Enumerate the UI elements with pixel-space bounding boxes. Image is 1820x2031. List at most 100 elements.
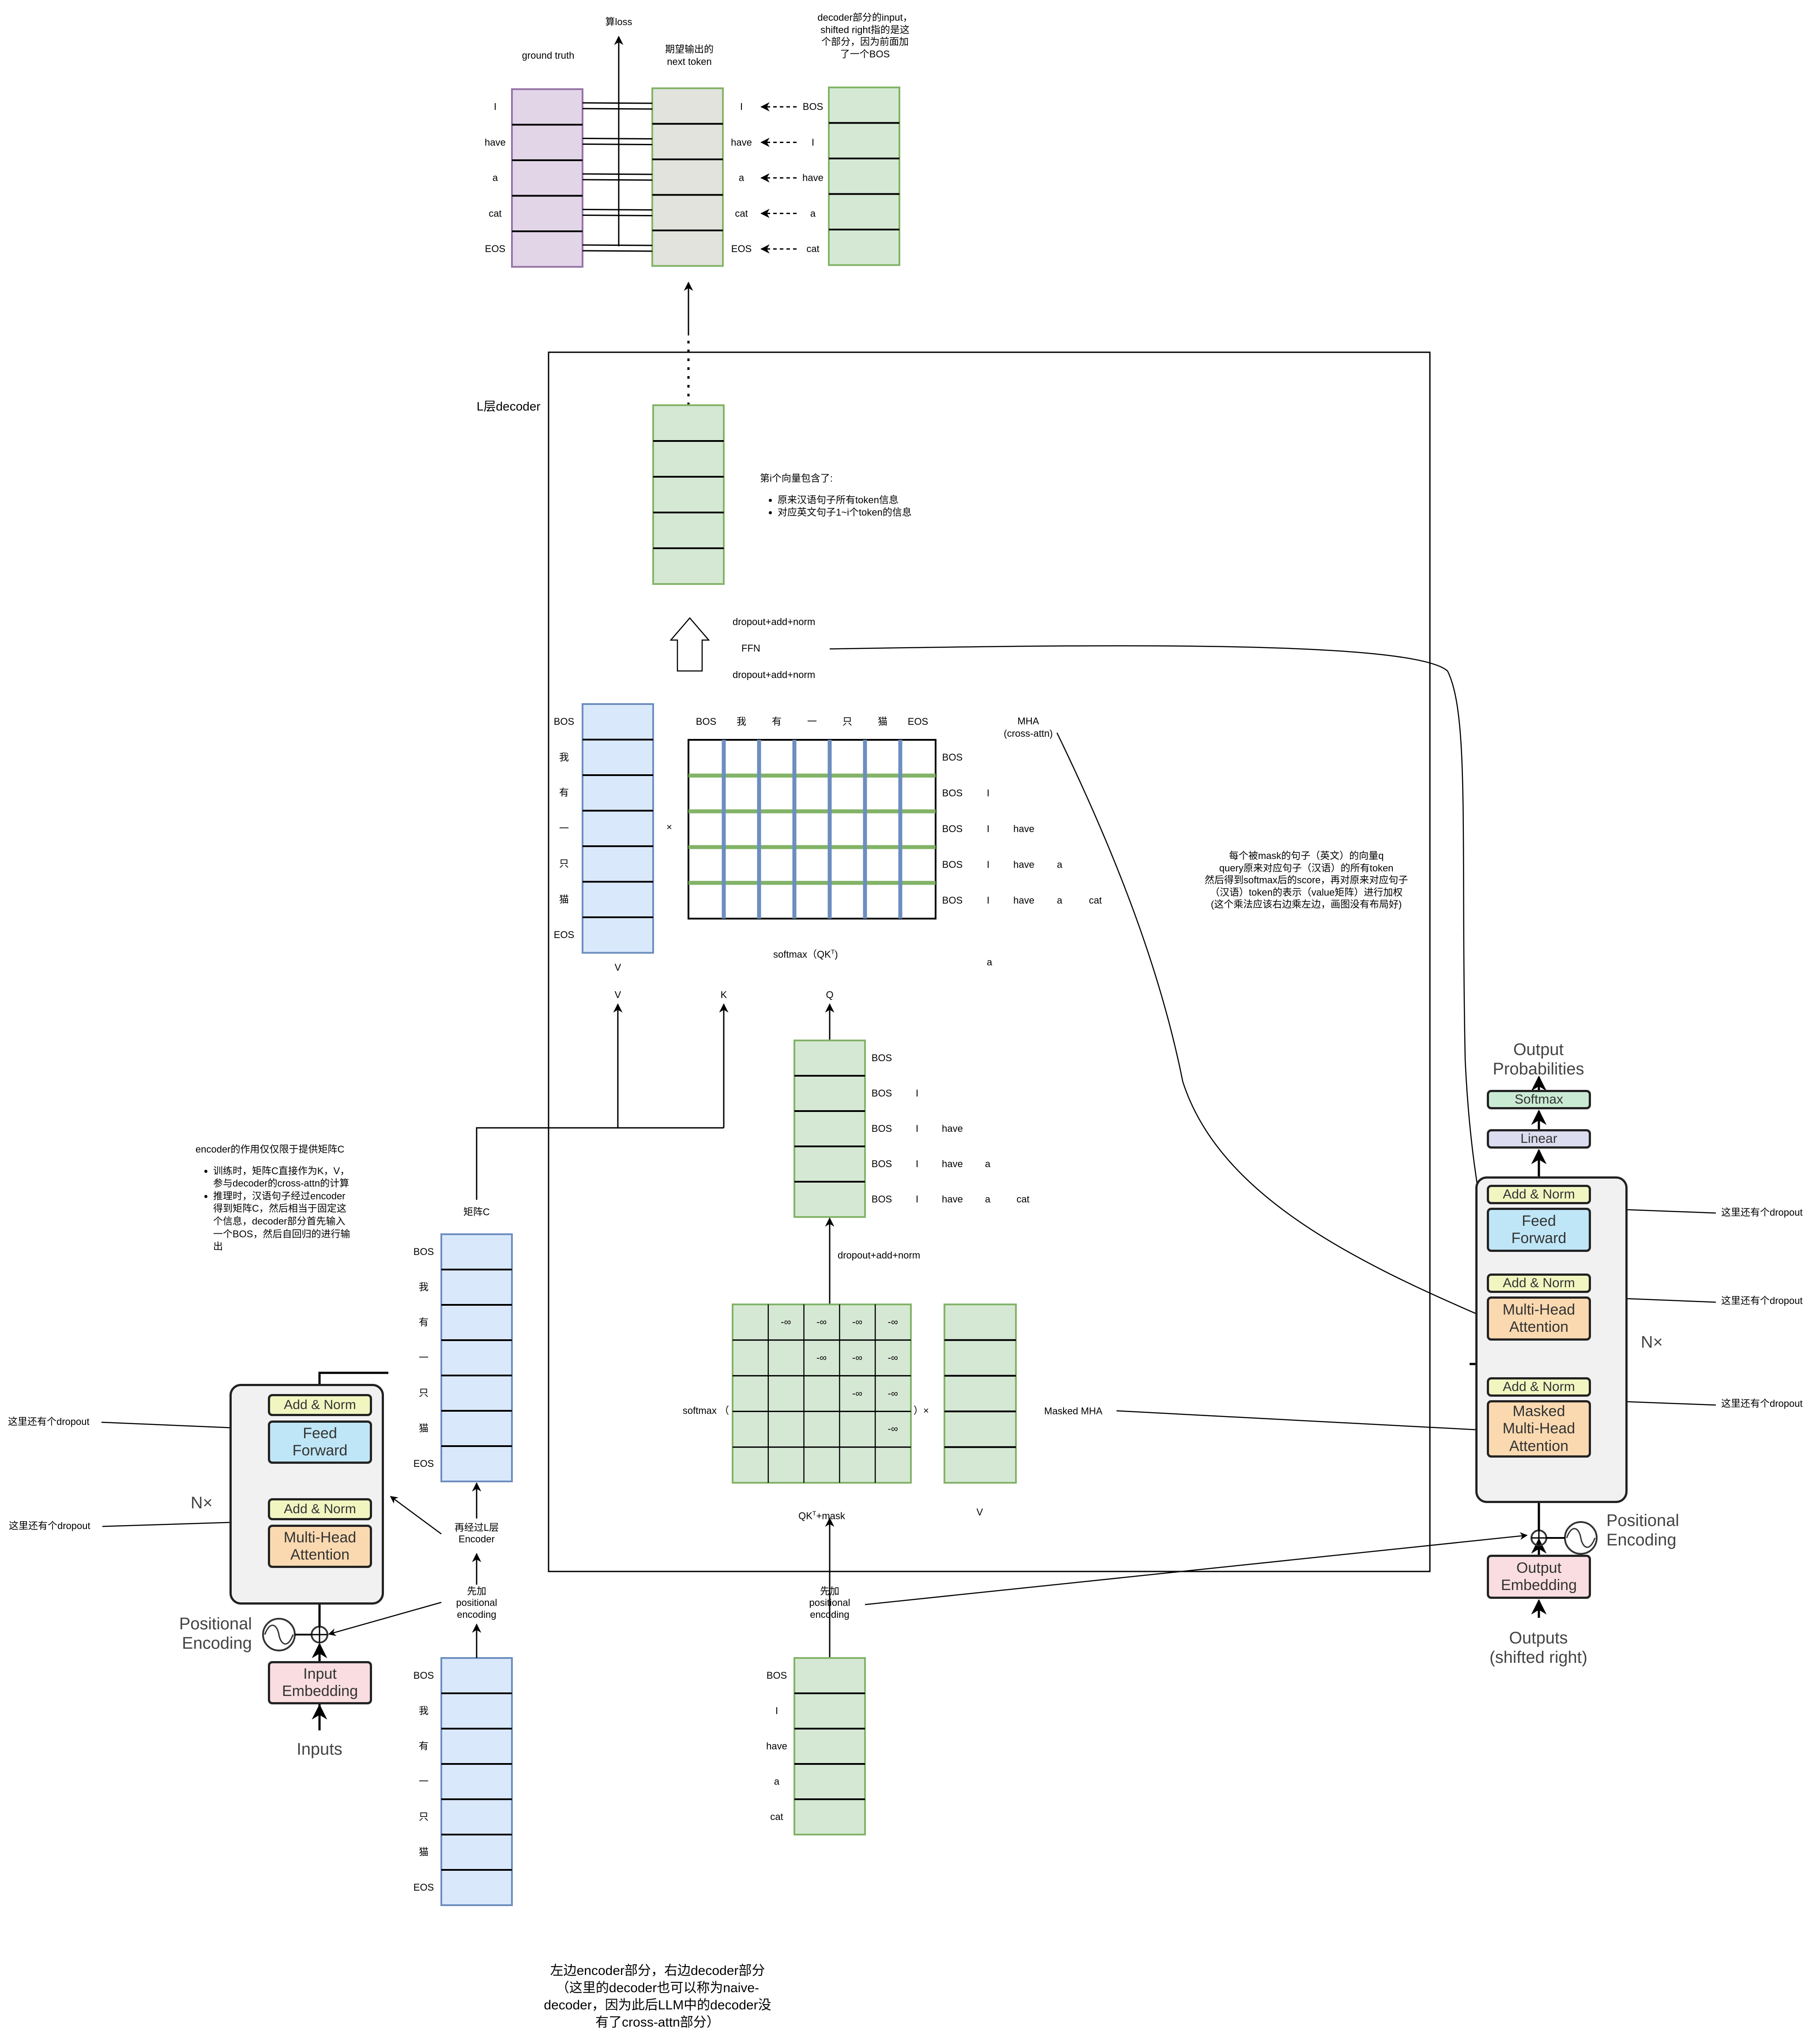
q-arrow-label: Q [826, 989, 834, 1000]
softmax-qkt-text: softmax（QK [773, 949, 831, 960]
v-token: EOS [553, 929, 575, 940]
decoder-pe-pointer [865, 1532, 1528, 1605]
query-row-label: have [942, 1158, 963, 1169]
query-row-label: have [942, 1194, 963, 1205]
v-token: 有 [559, 787, 569, 798]
encoder-positional-encoding-label: Positional Encoding [179, 1615, 252, 1653]
encoder-input-token: 我 [418, 1705, 429, 1716]
attention-col-header: 有 [771, 716, 782, 727]
encoder-stack [229, 1384, 384, 1605]
decoder-feed-forward: Feed Forward [1487, 1208, 1591, 1252]
encoder-input-token: 一 [418, 1776, 429, 1787]
attention-row-label: BOS [942, 788, 963, 799]
expected-token-column [651, 87, 724, 267]
decoder-add-norm-2: Add & Norm [1487, 1274, 1591, 1293]
attention-row-label: have [1013, 859, 1034, 870]
ground-truth-token: cat [489, 207, 502, 219]
query-row-label: I [915, 1088, 919, 1099]
mask-suffix: +mask [816, 1510, 845, 1522]
decoder-linear: Linear [1487, 1129, 1591, 1149]
decoder-input-token: cat [770, 1811, 783, 1822]
query-row-label: I [915, 1158, 919, 1169]
attention-row-label: I [986, 823, 990, 834]
encoder-input-token: 有 [418, 1741, 429, 1752]
attention-row-label: BOS [942, 752, 963, 763]
dropout-note: 这里还有个dropout [1721, 1398, 1803, 1409]
query-column [793, 1040, 866, 1218]
through-encoder-pointer [390, 1496, 442, 1535]
encoder-note-title: encoder的作用仅仅限于提供矩阵C [196, 1144, 345, 1155]
query-row-label: have [942, 1123, 963, 1134]
sine-wave-icon [264, 1624, 294, 1645]
through-encoder-label: 再经过L层 Encoder [454, 1522, 499, 1545]
mask-neg-inf-cell: -∞ [852, 1316, 862, 1327]
v-label-under: V [614, 962, 621, 973]
dropout-note: 这里还有个dropout [1721, 1207, 1803, 1218]
decoder-input-note: decoder部分的input， shifted right指的是这 个部分，因… [817, 12, 913, 60]
shifted-input-column [828, 87, 900, 266]
dropout-add-norm-mid: dropout+add+norm [838, 1250, 921, 1261]
decoder-positional-encoding-label: Positional Encoding [1606, 1511, 1679, 1549]
encoder-note-item: 推理时，汉语句子经过encoder得到矩阵C，然后相当于固定这个信息，decod… [213, 1190, 354, 1253]
loss-double-line [582, 215, 653, 216]
dropout-note: 这里还有个dropout [9, 1520, 90, 1531]
expected-token: a [738, 172, 745, 183]
attention-col-header: BOS [696, 716, 717, 727]
matrix-c-token: 只 [418, 1387, 429, 1398]
decoder-box-label: L层decoder [477, 399, 541, 413]
cross-attn-note: 每个被mask的句子（英文）的向量q query原来对应句子（汉语）的所有tok… [1204, 850, 1408, 910]
decoder-masked-multi-head-attention: Masked Multi-Head Attention [1487, 1400, 1591, 1458]
attention-row-label: BOS [942, 823, 963, 834]
attention-row-label: a [1057, 895, 1063, 906]
decoder-input-token: BOS [766, 1670, 787, 1681]
ground-truth-title: ground truth [522, 50, 575, 61]
output-embedding: Output Embedding [1487, 1555, 1591, 1599]
query-row-label: BOS [871, 1123, 892, 1134]
mask-neg-inf-cell: -∞ [852, 1387, 862, 1399]
mask-neg-inf-cell: -∞ [887, 1352, 898, 1363]
mha-cross-attn-label: MHA (cross-attn) [1004, 716, 1053, 739]
expected-next-token-title: 期望输出的 next token [665, 44, 714, 67]
masked-v-column [944, 1304, 1017, 1484]
encoder-multi-head-attention: Multi-Head Attention [268, 1525, 372, 1568]
softmax-qkt-label: softmax（QKT) [773, 948, 838, 961]
query-row-label: BOS [871, 1194, 892, 1205]
matrix-c-label: 矩阵C [463, 1206, 490, 1217]
decoder-input-token: I [775, 1705, 778, 1716]
masked-v-label: V [976, 1507, 983, 1518]
decoder-input-token: a [774, 1776, 780, 1787]
ffn-to-feedforward-curve [829, 645, 1489, 1232]
attention-row-label: have [1013, 895, 1034, 906]
dropout-note: 这里还有个dropout [8, 1416, 90, 1427]
encoder-add-norm-bottom: Add & Norm [268, 1498, 372, 1520]
ground-truth-column [511, 88, 583, 268]
matrix-c-token: 猫 [418, 1423, 429, 1434]
close-paren: ) [835, 949, 838, 960]
sine-wave-icon [1566, 1528, 1596, 1548]
masked-mha-link-arrow [1116, 1410, 1486, 1434]
ground-truth-token: EOS [485, 243, 506, 254]
query-row-label: BOS [871, 1052, 892, 1063]
attention-col-header: 一 [807, 716, 817, 727]
output-vector-note: 第i个向量包含了: 原来汉语句子所有token信息 对应英文句子1~i个toke… [760, 472, 912, 519]
decoder-multi-head-attention: Multi-Head Attention [1487, 1296, 1591, 1341]
superscript-t: T [812, 1510, 816, 1517]
attention-row-label: cat [1089, 895, 1102, 906]
superscript-t: T [831, 948, 835, 955]
query-row-label: a [985, 1158, 991, 1169]
matrix-c-column [440, 1233, 513, 1482]
k-arrow-label: K [720, 989, 727, 1000]
encoder-input-token: EOS [413, 1882, 434, 1893]
mask-neg-inf-cell: -∞ [816, 1352, 827, 1363]
mask-neg-inf-cell: -∞ [816, 1316, 827, 1327]
cross-attn-to-mha-curve [1056, 732, 1486, 1319]
attention-col-header: 猫 [877, 716, 888, 727]
mask-neg-inf-cell: -∞ [852, 1352, 862, 1363]
loss-label: 算loss [605, 16, 632, 27]
softmax-open-label: softmax （ [682, 1405, 729, 1416]
output-probabilities-label: Output Probabilities [1493, 1040, 1584, 1078]
masked-score-grid [732, 1304, 912, 1484]
query-row-label: a [985, 1194, 991, 1205]
decoder-input-token: have [766, 1741, 787, 1752]
expected-token: I [740, 101, 743, 112]
